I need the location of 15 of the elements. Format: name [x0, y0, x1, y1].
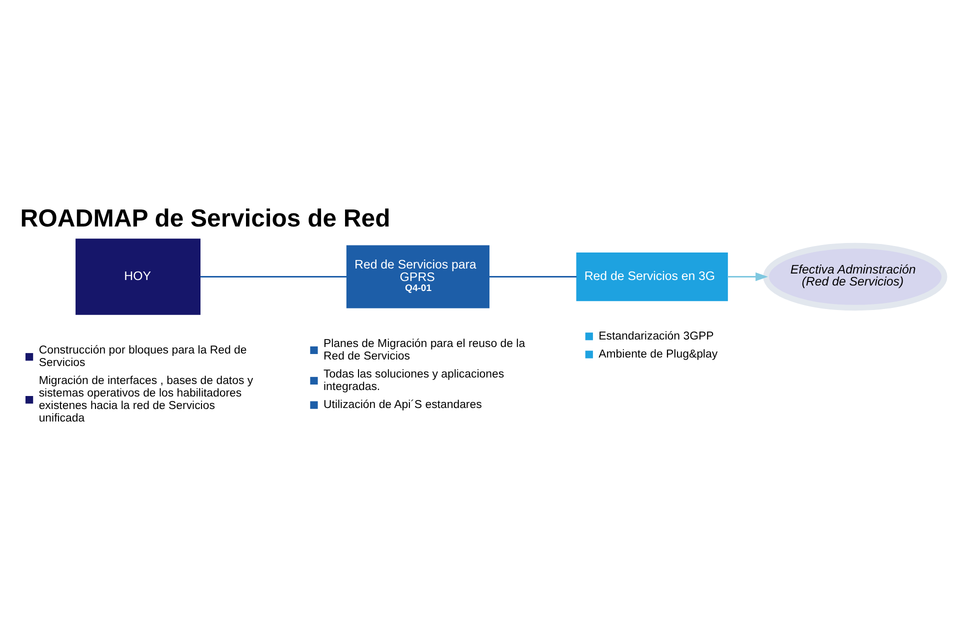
node-box: HOY [76, 238, 200, 315]
node-label: Estandarización 3GPP [598, 330, 714, 342]
node-label: Construcción por bloques para la Red de Servicios [38, 344, 247, 370]
diagram-title: ROADMAP de Servicios de Red [20, 206, 390, 233]
connector [200, 276, 347, 278]
node-box: Red de Servicios en 3G [576, 252, 728, 302]
node-label: Ambiente de Plug&play [598, 348, 718, 360]
connector [489, 276, 577, 278]
arrow [728, 272, 768, 282]
node-ellipse: Efectiva Adminstración (Red de Servicios) [763, 242, 948, 311]
node-label: Utilización de Api´S estandares [324, 399, 482, 412]
node-label: Migración de interfaces , bases de datos y sistemas operativos de los habilitadores existenes hacia la red de Servicios unificada [38, 375, 254, 424]
node-label: Todas las soluciones y aplicaciones integradas. [324, 368, 504, 393]
node-label: Planes de Migración para el reuso de la Red de Servicios [324, 338, 526, 362]
node-box: Red de Servicios para GPRS Q4-01 [346, 245, 490, 308]
